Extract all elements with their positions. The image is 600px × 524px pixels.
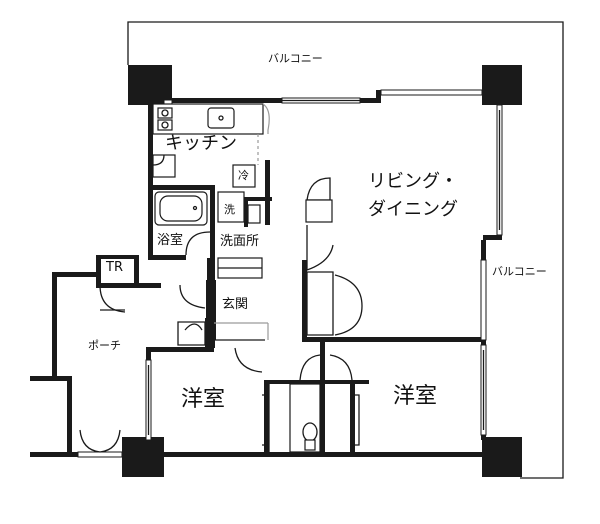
walls: [30, 65, 522, 477]
fridge-label: 冷: [238, 169, 249, 182]
doors: [79, 177, 363, 453]
porch-label: ポーチ: [88, 339, 121, 352]
western-room-left-label: 洋室: [181, 387, 226, 412]
balcony-outline: [127, 21, 564, 479]
kitchen-fixtures: [152, 103, 270, 188]
bath-label: 浴室: [157, 233, 184, 248]
washer-label: 洗: [224, 203, 235, 216]
balcony-right-label: バルコニー: [492, 265, 547, 278]
entrance-label: 玄関: [222, 297, 249, 312]
western-room-right-label: 洋室: [393, 384, 438, 409]
bath-fixtures: [154, 191, 263, 279]
kitchen-label: キッチン: [165, 133, 237, 154]
living-dining-label-line2: ダイニング: [368, 199, 458, 220]
tr-label: TR: [106, 260, 123, 275]
washroom-label: 洗面所: [220, 234, 260, 249]
living-dining-label-line1: リビング・: [368, 171, 458, 192]
balcony-top-label: バルコニー: [268, 52, 323, 65]
windows: [77, 89, 503, 458]
toilet-closets: [214, 322, 321, 453]
